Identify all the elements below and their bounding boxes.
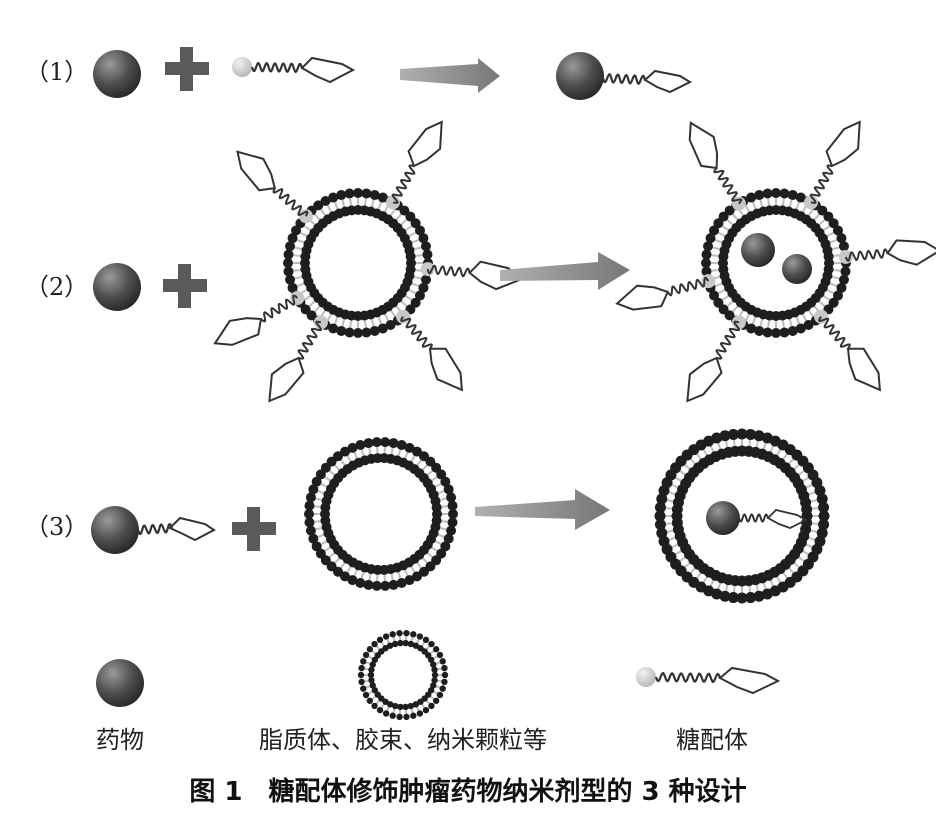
- legend-glycoligand-label: 糖配体: [676, 726, 748, 754]
- row-label-2: （2）: [25, 273, 88, 301]
- glycoligand-modified-liposome: [213, 120, 524, 403]
- drug-loaded-glycoligand-liposome: [615, 120, 936, 403]
- encapsulated-drug-sphere: [741, 233, 775, 267]
- glycoligand-conjugated-icon: [136, 516, 216, 542]
- drug-glycoligand-conjugate-sphere: [91, 506, 139, 554]
- plus-icon: [165, 47, 209, 91]
- plus-icon: [232, 507, 276, 551]
- liposome-loaded-with-conjugate: [654, 428, 830, 604]
- drug-sphere-conjugated: [556, 52, 604, 100]
- encapsulated-conjugate-sphere: [706, 501, 740, 535]
- legend-glycoligand-icon: [636, 666, 781, 695]
- arrow-row-3: [475, 489, 610, 530]
- plus-icon: [163, 264, 207, 308]
- encapsulated-glycoligand-icon: [738, 509, 808, 529]
- figure-caption: 图 1 糖配体修饰肿瘤药物纳米剂型的 3 种设计: [189, 776, 746, 807]
- drug-sphere: [93, 263, 141, 311]
- row-label-3: （3）: [25, 513, 88, 541]
- legend-drug-icon: [96, 659, 144, 707]
- empty-liposome-carrier: [304, 437, 458, 591]
- row-label-1: （1）: [25, 58, 88, 86]
- glycoligand-conjugated-icon: [601, 69, 693, 94]
- legend-drug-label: 药物: [96, 726, 144, 754]
- arrow-row-1: [400, 58, 500, 93]
- arrow-row-2: [500, 252, 630, 290]
- drug-sphere: [93, 50, 141, 98]
- legend-carrier-label: 脂质体、胶束、纳米颗粒等: [259, 726, 547, 754]
- encapsulated-drug-sphere: [782, 254, 812, 284]
- glycoligand-icon: [232, 56, 356, 84]
- legend-carrier-icon: [357, 629, 449, 721]
